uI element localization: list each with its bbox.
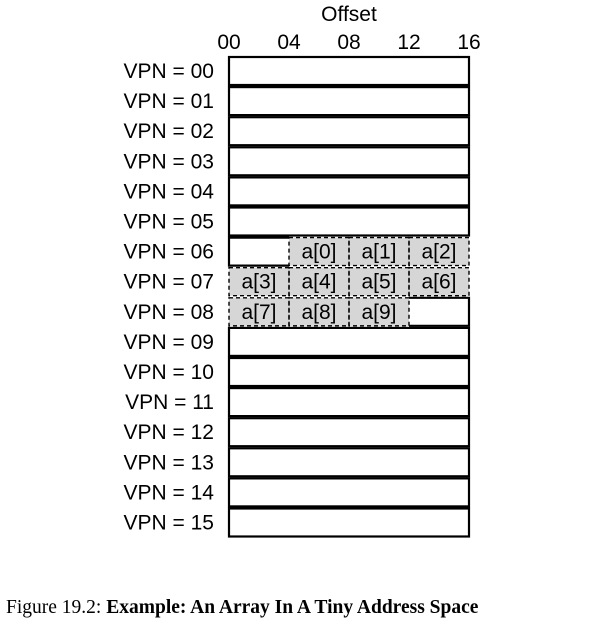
offset-tick-12: 12 xyxy=(397,31,420,54)
row-label-1: VPN = 01 xyxy=(124,90,214,113)
array-label-a[2]: a[2] xyxy=(421,241,456,264)
offset-tick-16: 16 xyxy=(457,31,480,54)
array-cell-a[3] xyxy=(229,267,289,296)
array-cell-border-r7c3 xyxy=(408,267,470,297)
page-row-10 xyxy=(227,356,471,388)
offset-axis-title: Offset xyxy=(321,3,377,26)
array-cell-a[5] xyxy=(349,267,409,296)
array-cell-a[4] xyxy=(289,267,349,296)
page-row-5 xyxy=(227,206,471,237)
array-cell-a[9] xyxy=(349,297,409,326)
array-label-a[4]: a[4] xyxy=(301,271,336,294)
page-row-12 xyxy=(227,417,471,448)
array-cell-a[1] xyxy=(349,237,409,266)
array-region xyxy=(229,237,469,326)
row-label-13: VPN = 13 xyxy=(124,451,214,474)
row-label-0: VPN = 00 xyxy=(124,60,214,83)
array-label-a[5]: a[5] xyxy=(361,271,396,294)
array-label-a[3]: a[3] xyxy=(241,271,276,294)
array-label-a[8]: a[8] xyxy=(301,301,336,324)
row-label-8: VPN = 08 xyxy=(124,301,214,324)
page-row-9 xyxy=(227,326,471,357)
row-label-3: VPN = 03 xyxy=(124,150,214,173)
array-cell-border-r6c3 xyxy=(408,236,470,267)
page-row-13 xyxy=(227,447,471,478)
row-label-6: VPN = 06 xyxy=(124,241,214,264)
row-label-12: VPN = 12 xyxy=(124,421,214,444)
offset-tick-08: 08 xyxy=(337,31,360,54)
array-cell-border-r8c2 xyxy=(348,297,410,327)
row-label-4: VPN = 04 xyxy=(124,180,215,203)
figure-caption: Figure 19.2: Example: An Array In A Tiny… xyxy=(6,597,478,619)
array-label-a[1]: a[1] xyxy=(361,241,396,264)
caption-prefix: Figure 19.2: xyxy=(6,597,107,618)
row-label-15: VPN = 15 xyxy=(124,512,214,535)
page-row-11 xyxy=(227,387,471,418)
page-row-15 xyxy=(227,507,471,538)
array-cell-a[2] xyxy=(409,237,469,266)
row-label-10: VPN = 10 xyxy=(124,361,214,384)
page-row-14 xyxy=(227,477,471,508)
array-cell-a[7] xyxy=(229,297,289,326)
offset-ticks: 00 04 08 12 16 xyxy=(217,31,480,54)
row-label-9: VPN = 09 xyxy=(124,331,214,354)
array-label-a[6]: a[6] xyxy=(421,271,456,294)
array-element-borders xyxy=(227,236,471,327)
array-label-a[0]: a[0] xyxy=(301,241,336,264)
row-label-11: VPN = 11 xyxy=(125,391,214,414)
row-label-2: VPN = 02 xyxy=(124,120,214,143)
free-space-row-8-right xyxy=(409,296,471,327)
array-cell-a[8] xyxy=(289,297,349,326)
array-cell-a[6] xyxy=(409,267,469,296)
page-row-0 xyxy=(227,55,471,87)
array-label-a[9]: a[9] xyxy=(361,301,396,324)
page-row-2 xyxy=(227,116,471,147)
offset-tick-00: 00 xyxy=(217,31,240,54)
array-element-labels: a[0] a[1] a[2] a[3] a[4] a[5] a[6] a[7] a[8] a[9] xyxy=(241,241,456,324)
array-label-a[7]: a[7] xyxy=(241,301,276,324)
offset-tick-04: 04 xyxy=(277,31,301,54)
free-space-row-6-left xyxy=(227,236,289,267)
caption-title: Example: An Array In A Tiny Address Spac… xyxy=(106,597,479,618)
page-row-1 xyxy=(227,85,471,117)
row-label-7: VPN = 07 xyxy=(124,271,214,294)
row-label-14: VPN = 14 xyxy=(124,481,215,504)
array-cell-a[0] xyxy=(289,237,349,266)
page-row-4 xyxy=(227,176,471,207)
row-label-5: VPN = 05 xyxy=(124,211,214,234)
page-rows: VPN = 00 VPN = 01 VPN = 02 VPN = 03 VPN = 04… xyxy=(124,55,471,538)
page-row-3 xyxy=(227,146,471,177)
